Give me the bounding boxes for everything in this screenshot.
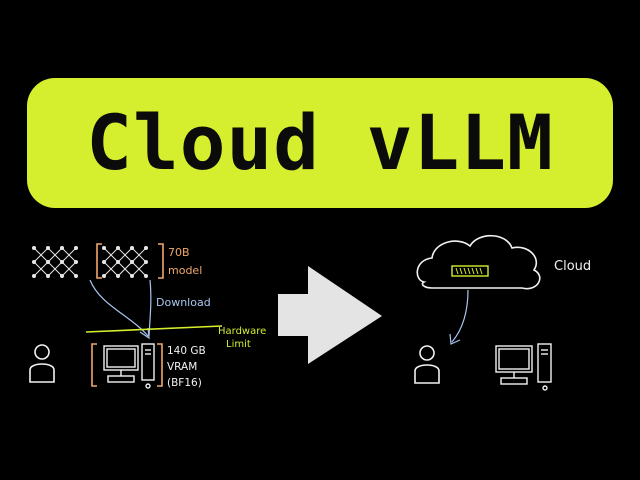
vram-label: VRAM <box>167 361 197 373</box>
hardware-limit-line <box>85 325 223 333</box>
download-arrow-line-2 <box>148 279 152 337</box>
vram-bracket <box>91 343 163 387</box>
user-icon-right <box>414 345 440 384</box>
user-icon-left <box>29 344 55 383</box>
computer-icon-right <box>495 343 552 391</box>
vram-precision-label: (BF16) <box>167 377 202 389</box>
download-arrow-line <box>89 279 149 337</box>
download-label: Download <box>156 296 211 309</box>
cloud-connection-arrowhead <box>449 333 461 345</box>
model-bracket <box>96 243 164 279</box>
computer-icon-left <box>103 343 155 389</box>
vram-size-label: 140 GB <box>167 345 206 357</box>
transition-arrow-icon <box>278 266 382 364</box>
hardware-label: Hardware <box>218 326 266 337</box>
model-label: model <box>168 264 202 277</box>
limit-label: Limit <box>226 339 251 350</box>
model-size-label: 70B <box>168 246 190 259</box>
download-arrowhead <box>139 327 150 340</box>
neural-network-icon-right <box>102 246 148 278</box>
cloud-connection-line <box>451 289 469 343</box>
neural-network-icon-left <box>32 246 78 278</box>
cloud-label: Cloud <box>554 259 591 274</box>
title-banner: Cloud vLLM <box>27 78 613 208</box>
cloud-icon <box>416 234 541 290</box>
banner-title: Cloud vLLM <box>86 98 554 187</box>
gpu-icon <box>451 265 489 277</box>
